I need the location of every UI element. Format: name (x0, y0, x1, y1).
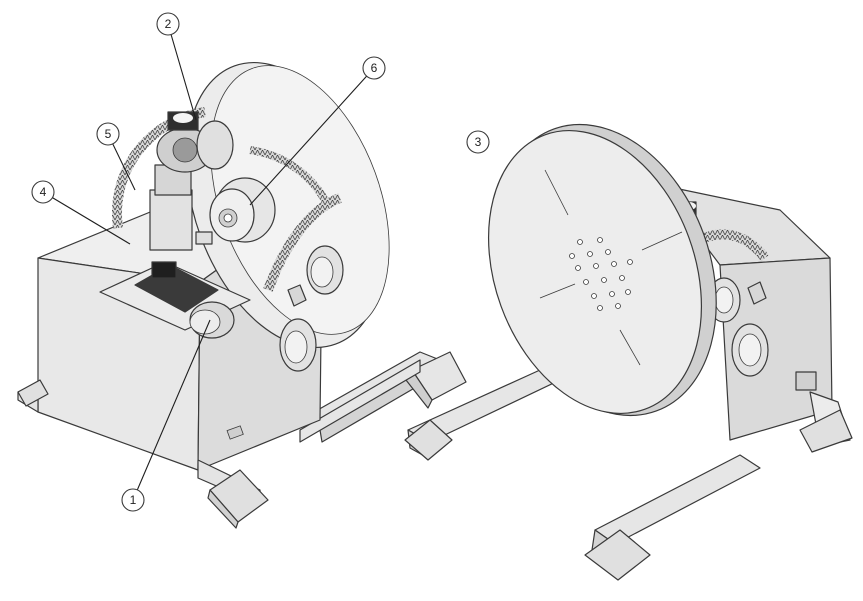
right-base-rails (404, 369, 761, 581)
callout-circle (362, 56, 386, 80)
left-positioner (17, 61, 467, 529)
gearbox-tower (149, 111, 234, 251)
right-gear-ring (697, 229, 769, 262)
callout-label: 3 (475, 135, 482, 149)
callout-circle (121, 488, 145, 512)
callout-label: 2 (165, 17, 172, 31)
hole-pattern (569, 237, 633, 311)
callout-6: 6 (362, 56, 386, 80)
callout-3: 3 (466, 130, 490, 154)
callout-circle (96, 122, 120, 146)
callout-label: 1 (130, 493, 137, 507)
callout-circle (156, 12, 180, 36)
left-base-rails (299, 351, 467, 443)
callout-2: 2 (156, 12, 180, 36)
callout-4: 4 (31, 180, 55, 204)
right-positioner (404, 123, 853, 581)
callout-label: 4 (40, 185, 47, 199)
front-turntable (487, 123, 717, 417)
left-side-flanges (279, 245, 344, 372)
callout-1: 1 (121, 488, 145, 512)
callout-label: 6 (371, 61, 378, 75)
drive-motor (99, 261, 251, 339)
callout-label: 5 (105, 127, 112, 141)
callout-circle (31, 180, 55, 204)
callout-circle (466, 130, 490, 154)
callout-5: 5 (96, 122, 120, 146)
